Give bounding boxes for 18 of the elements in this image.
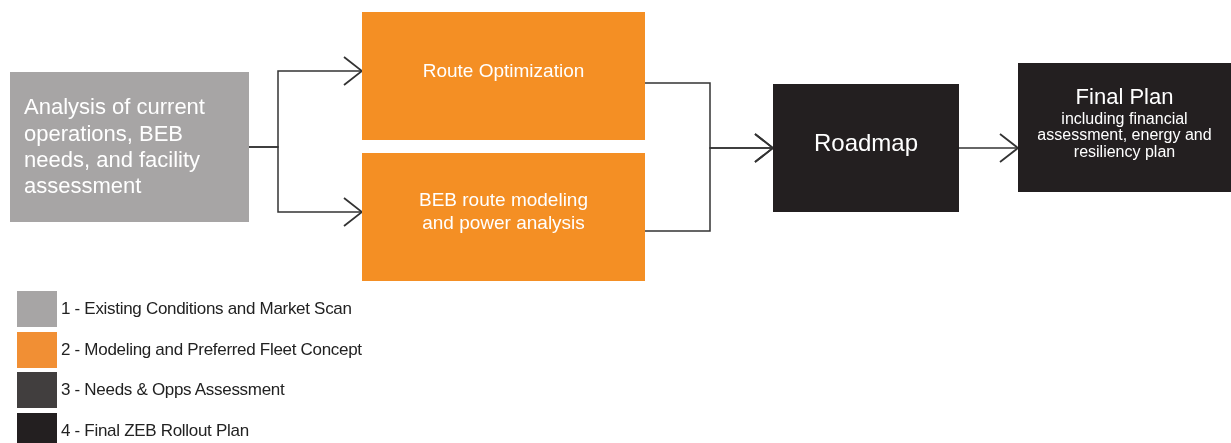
legend-label: 3 - Needs & Opps Assessment [61,380,285,400]
box-label: Route Optimization [421,59,586,83]
process-box [10,72,249,222]
box-label: BEB route modeling and power analysis [418,189,589,235]
legend-label: 4 - Final ZEB Rollout Plan [61,420,249,441]
box-label: Analysis of current operations, BEB needs, and facility assessment [24,94,206,200]
process-box [773,84,959,212]
arrow [644,133,774,232]
arrow [248,146,363,227]
process-box [362,12,645,140]
box-label: Final Plan [1074,84,1175,111]
arrow [958,133,1019,163]
legend-label: 1 - Existing Conditions and Market Scan [61,299,352,319]
legend-label: 2 - Modeling and Preferred Fleet Concept [61,339,362,360]
box-description: including financial assessment, energy and resiliency plan [1036,110,1213,161]
process-box [1018,63,1231,192]
process-box [362,153,645,281]
box-label: Roadmap [812,128,920,158]
